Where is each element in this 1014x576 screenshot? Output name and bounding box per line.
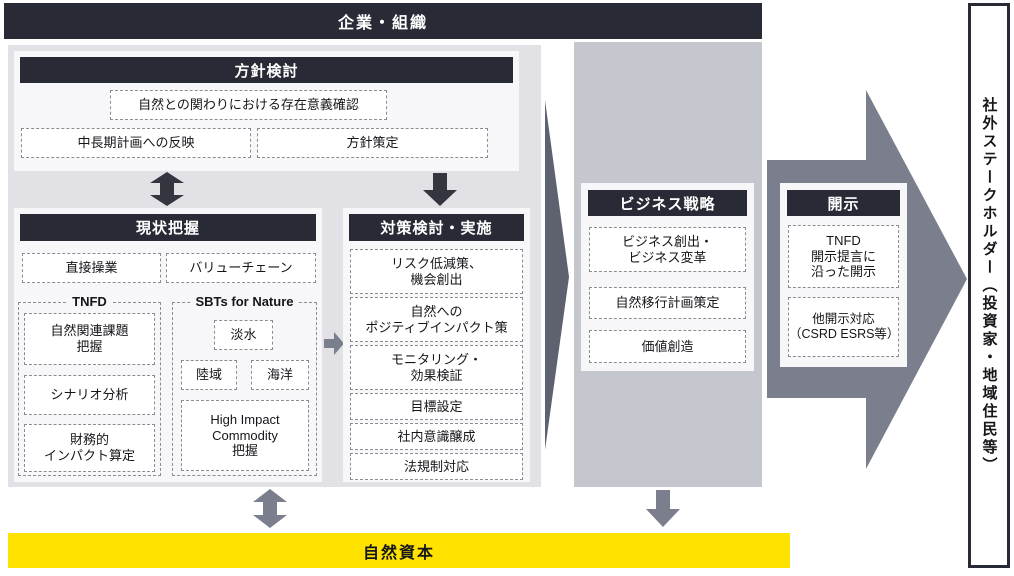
- tnfd-disclosure-box: TNFD 開示提言に 沿った開示: [788, 225, 899, 288]
- midterm-plan-box: 中長期計画への反映: [21, 128, 251, 158]
- policy-formulation-box: 方針策定: [257, 128, 488, 158]
- sbt-group: SBTs for Nature 淡水 陸域 海洋 High Impact Com…: [172, 294, 317, 476]
- direct-operations-box: 直接操業: [22, 253, 161, 283]
- freshwater-box: 淡水: [214, 320, 273, 350]
- natural-capital-label: 自然資本: [362, 544, 435, 562]
- value-chain-box: バリューチェーン: [166, 253, 316, 283]
- other-disclosure-box: 他開示対応 （CSRD ESRS等）: [788, 297, 899, 357]
- double-arrow-icon: [253, 489, 287, 528]
- high-impact-commodity-box: High Impact Commodity 把握: [181, 400, 309, 471]
- external-stakeholders-box: 社外ステークホルダー（投資家・地域住民等）: [968, 3, 1010, 568]
- sbt-group-label: SBTs for Nature: [190, 294, 299, 309]
- ocean-box: 海洋: [251, 360, 309, 390]
- measures-section: 対策検討・実施 リスク低減策、 機会創出 自然への ポジティブインパクト策 モニ…: [343, 208, 530, 482]
- purpose-confirmation-box: 自然との関わりにおける存在意義確認: [110, 90, 387, 120]
- current-state-header: 現状把握: [20, 214, 316, 241]
- business-strategy-section: ビジネス戦略 ビジネス創出・ ビジネス変革 自然移行計画策定 価値創造: [581, 183, 754, 371]
- financial-impact-box: 財務的 インパクト算定: [24, 424, 155, 472]
- company-organization-label: 企業・組織: [337, 15, 428, 32]
- disclosure-section: 開示 TNFD 開示提言に 沿った開示 他開示対応 （CSRD ESRS等）: [780, 183, 907, 367]
- positive-impact-box: 自然への ポジティブインパクト策: [350, 297, 523, 342]
- target-setting-box: 目標設定: [350, 393, 523, 420]
- tnfd-group-label: TNFD: [67, 294, 112, 309]
- right-arrow-icon: [324, 332, 344, 355]
- down-arrow-icon: [646, 490, 680, 527]
- natural-capital-bar: 自然資本: [8, 533, 790, 568]
- disclosure-header: 開示: [787, 190, 900, 216]
- tnfd-group: TNFD 自然関連課題 把握 シナリオ分析 財務的 インパクト算定: [18, 294, 161, 476]
- flow-arrow-icon: [545, 100, 569, 450]
- nature-issues-box: 自然関連課題 把握: [24, 313, 155, 365]
- land-box: 陸域: [181, 360, 237, 390]
- business-creation-box: ビジネス創出・ ビジネス変革: [589, 227, 746, 272]
- business-strategy-header: ビジネス戦略: [588, 190, 747, 216]
- company-organization-bar: 企業・組織: [4, 3, 762, 39]
- scenario-analysis-box: シナリオ分析: [24, 375, 155, 415]
- monitoring-box: モニタリング・ 効果検証: [350, 345, 523, 390]
- risk-reduction-box: リスク低減策、 機会創出: [350, 249, 523, 294]
- external-stakeholders-label: 社外ステークホルダー（投資家・地域住民等）: [980, 96, 998, 475]
- nature-transition-plan-box: 自然移行計画策定: [589, 287, 746, 319]
- measures-header: 対策検討・実施: [349, 214, 524, 241]
- policy-section: 方針検討 自然との関わりにおける存在意義確認 中長期計画への反映 方針策定: [14, 51, 519, 171]
- current-state-section: 現状把握 直接操業 バリューチェーン TNFD 自然関連課題 把握 シナリオ分析…: [14, 208, 322, 482]
- internal-awareness-box: 社内意識醸成: [350, 423, 523, 450]
- down-arrow-icon: [423, 173, 457, 206]
- value-creation-box: 価値創造: [589, 330, 746, 363]
- policy-header: 方針検討: [20, 57, 513, 83]
- double-arrow-icon: [150, 172, 184, 206]
- regulation-compliance-box: 法規制対応: [350, 453, 523, 480]
